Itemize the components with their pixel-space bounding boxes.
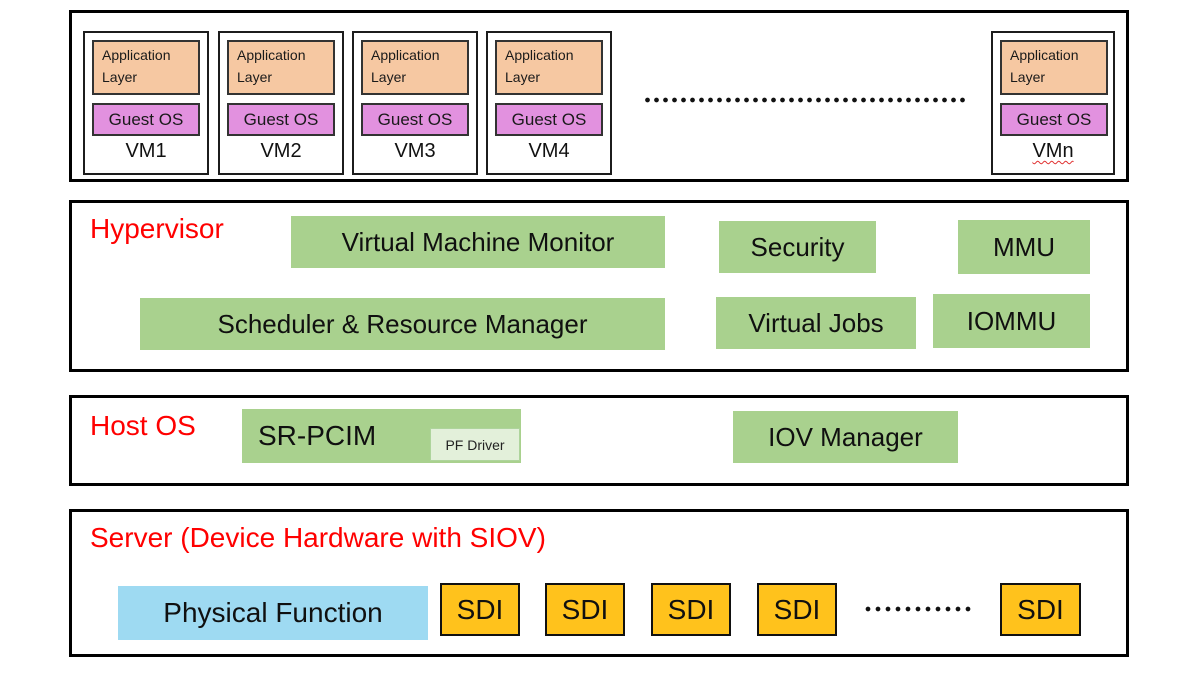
vm-label: VM2	[260, 140, 302, 162]
vm-card: Application Layer Guest OS VM4	[486, 31, 612, 175]
guest-os-box: Guest OS	[361, 103, 469, 136]
application-layer-box: Application Layer	[92, 40, 200, 95]
scheduler-resource-manager-box: Scheduler & Resource Manager	[140, 298, 665, 350]
guest-os-box: Guest OS	[92, 103, 200, 136]
vm-label: VM1	[125, 140, 167, 162]
security-box: Security	[719, 221, 876, 273]
sdi-box: SDI	[545, 583, 625, 636]
continuation-dots	[863, 606, 973, 612]
host-os-section: Host OS SR-PCIM PF Driver IOV Manager	[69, 395, 1129, 486]
vm-card: Application Layer Guest OS VM2	[218, 31, 344, 175]
sdi-box: SDI	[1000, 583, 1081, 636]
sdi-box: SDI	[651, 583, 731, 636]
continuation-dots	[643, 97, 965, 103]
vm-label: VM3	[394, 140, 436, 162]
guest-os-box: Guest OS	[495, 103, 603, 136]
virtual-machine-monitor-box: Virtual Machine Monitor	[291, 216, 665, 268]
server-section: Server (Device Hardware with SIOV) Physi…	[69, 509, 1129, 657]
application-layer-box: Application Layer	[495, 40, 603, 95]
mmu-box: MMU	[958, 220, 1090, 274]
host-os-title: Host OS	[90, 410, 196, 441]
application-layer-box: Application Layer	[1000, 40, 1108, 95]
guest-os-box: Guest OS	[227, 103, 335, 136]
physical-function-box: Physical Function	[118, 586, 428, 640]
hypervisor-section: Hypervisor Virtual Machine Monitor Secur…	[69, 200, 1129, 372]
virtual-jobs-box: Virtual Jobs	[716, 297, 916, 349]
vm-card: Application Layer Guest OS VM3	[352, 31, 478, 175]
iommu-box: IOMMU	[933, 294, 1090, 348]
server-title: Server (Device Hardware with SIOV)	[90, 522, 546, 553]
hypervisor-title: Hypervisor	[90, 213, 224, 244]
vm-card: Application Layer Guest OS VMn	[991, 31, 1115, 175]
application-layer-box: Application Layer	[227, 40, 335, 95]
sdi-box: SDI	[757, 583, 837, 636]
pf-driver-box: PF Driver	[430, 428, 520, 461]
sdi-box: SDI	[440, 583, 520, 636]
vm-card: Application Layer Guest OS VM1	[83, 31, 209, 175]
guest-os-box: Guest OS	[1000, 103, 1108, 136]
iov-manager-box: IOV Manager	[733, 411, 958, 463]
vm-row-section: Application Layer Guest OS VM1 Applicati…	[69, 10, 1129, 182]
vm-label: VM4	[528, 140, 570, 162]
vm-label: VMn	[1032, 140, 1074, 162]
application-layer-box: Application Layer	[361, 40, 469, 95]
